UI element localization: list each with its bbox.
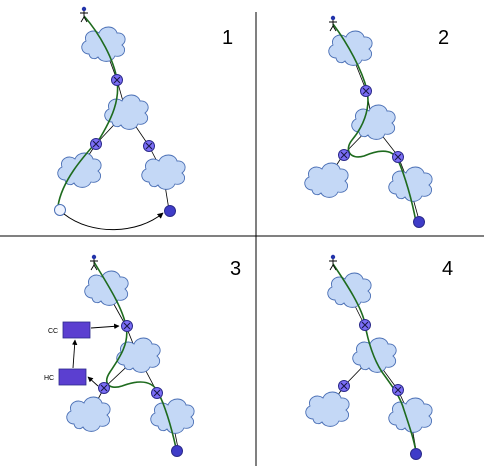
green-path [57, 15, 119, 207]
cloud-icon [66, 396, 111, 432]
switch-node-icon [391, 383, 405, 397]
destination-node [164, 205, 176, 217]
switch-node-icon [110, 73, 124, 87]
switch-node-icon [150, 386, 164, 400]
panel-3-number: 3 [230, 258, 241, 280]
switch-node-icon [391, 150, 405, 164]
cc-box [62, 321, 91, 339]
destination-node [413, 216, 425, 228]
cloud-icon [141, 154, 186, 190]
panel-3: 3 CC HC [44, 254, 241, 457]
green-path [332, 263, 417, 453]
cloud-icon [150, 398, 195, 434]
panel-2: 2 [304, 15, 449, 228]
cloud-icon [351, 104, 396, 140]
hc-to-cc-arrow [71, 339, 78, 369]
panel-2-number: 2 [438, 27, 449, 49]
cloud-icon [84, 270, 129, 306]
destination-node [171, 445, 183, 457]
cloud-icon [388, 397, 433, 433]
switch-node-icon [359, 84, 373, 98]
panel-4: 4 [305, 254, 453, 460]
cloud-icon [305, 391, 350, 427]
switch-node-icon [337, 148, 351, 162]
hc-label: HC [44, 375, 54, 382]
green-path [332, 23, 417, 223]
panel-1-number: 1 [222, 27, 233, 49]
destination-node [410, 448, 422, 460]
hc-box [58, 368, 87, 386]
cloud-icon [57, 152, 102, 188]
switch-node-icon [97, 381, 111, 395]
cloud-icon [304, 162, 349, 198]
panel-4-number: 4 [442, 258, 453, 280]
panel-1: 1 [54, 6, 233, 231]
switch-node-icon [358, 318, 372, 332]
cc-to-node-arrow [90, 323, 120, 330]
node-to-hc-arrow [87, 376, 99, 387]
switch-node-icon [142, 139, 156, 153]
cloud-icon [116, 337, 161, 373]
switch-node-icon [337, 379, 351, 393]
move-arrow [63, 212, 164, 231]
switch-node-icon [120, 319, 134, 333]
cloud-icon [328, 30, 373, 66]
switch-node-icon [89, 137, 103, 151]
cloud-icon [104, 94, 149, 130]
cloud-icon [352, 337, 397, 373]
source-node-empty [54, 204, 66, 216]
cc-label: CC [48, 328, 58, 335]
